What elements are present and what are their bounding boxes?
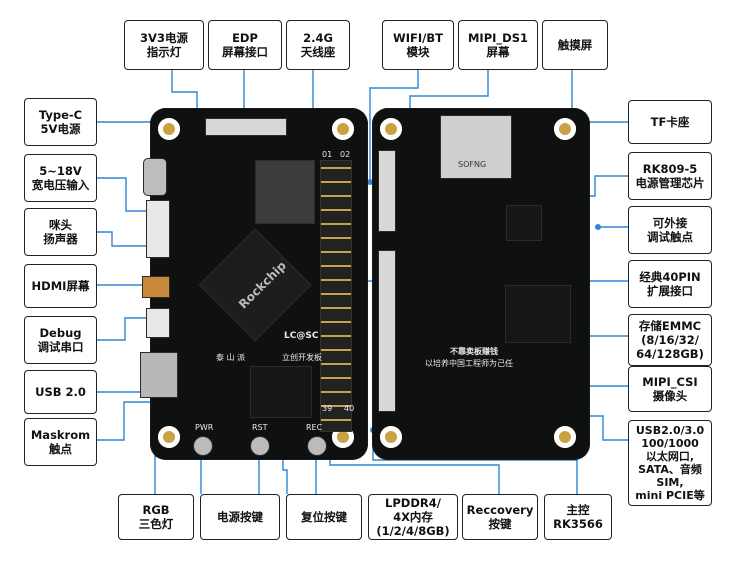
emmc-chip <box>505 285 571 343</box>
pin-01-label: 01 <box>322 150 333 159</box>
label-tf-card: TF卡座 <box>628 100 712 144</box>
mount-hole <box>158 426 180 448</box>
mipi-dsi-connector <box>378 150 396 232</box>
debug-connector <box>146 308 170 338</box>
rk809-chip <box>506 205 542 241</box>
mount-hole <box>158 118 180 140</box>
label-3v3: 3V3电源指示灯 <box>124 20 204 70</box>
brand-subtitle: 立创开发板 <box>282 353 322 362</box>
taishan-label: 泰 山 派 <box>216 353 246 362</box>
label-power-button: 电源按键 <box>200 494 280 540</box>
pin-header-40 <box>320 160 352 432</box>
mount-hole <box>554 426 576 448</box>
label-reset-button: 复位按键 <box>286 494 362 540</box>
rst-label: RST <box>252 423 268 432</box>
label-lpddr4: LPDDR4/4X内存(1/2/4/8GB) <box>368 494 458 540</box>
rec-label: REC <box>306 423 323 432</box>
hdmi-port <box>142 276 170 298</box>
mount-hole <box>554 118 576 140</box>
mount-hole <box>380 426 402 448</box>
pwr-label: PWR <box>195 423 214 432</box>
speaker-connector <box>146 200 170 258</box>
tf-card-slot <box>440 115 512 179</box>
brand-logo: LC@SC <box>284 331 319 341</box>
label-speaker: 咪头扬声器 <box>24 208 97 256</box>
mipi-csi-connector <box>378 250 396 412</box>
slogan-line-1: 不靠卖板赚钱 <box>450 347 498 356</box>
pin-02-label: 02 <box>340 150 351 159</box>
power-button[interactable] <box>193 436 213 456</box>
label-ext-touch: 可外接调试触点 <box>628 206 712 254</box>
mount-hole <box>332 118 354 140</box>
label-touch: 触摸屏 <box>542 20 608 70</box>
edp-connector <box>205 118 287 136</box>
usb2-port <box>140 352 178 398</box>
pin-40-label: 40 <box>344 404 355 413</box>
reset-button[interactable] <box>250 436 270 456</box>
label-emmc: 存储EMMC(8/16/32/64/128GB) <box>628 314 712 366</box>
slogan-line-2: 以培养中国工程师为己任 <box>425 359 513 368</box>
sofng-label: SOFNG <box>458 160 487 169</box>
typec-port <box>143 158 167 196</box>
mount-hole <box>380 118 402 140</box>
label-usb2: USB 2.0 <box>24 370 97 414</box>
recovery-button[interactable] <box>307 436 327 456</box>
lpddr4-chip <box>250 366 312 418</box>
pin-39-label: 39 <box>322 404 333 413</box>
label-hdmi: HDMI屏幕 <box>24 264 97 308</box>
wifi-module <box>255 160 315 224</box>
